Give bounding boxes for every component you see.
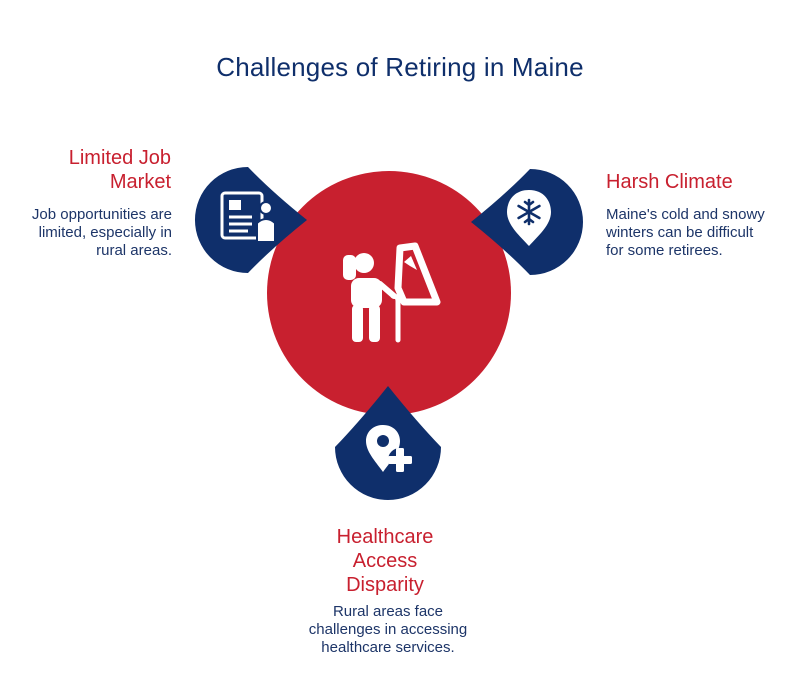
healthcare-access-description: Rural areas face challenges in accessing… [308,603,468,656]
job-board-icon [220,191,276,243]
harsh-climate-description: Maine's cold and snowy winters can be di… [606,206,765,259]
snowflake-pin-icon [507,190,551,246]
healthcare-access-heading: Healthcare Access Disparity [336,526,434,596]
harsh-climate-heading: Harsh Climate [606,171,733,193]
location-medical-icon [366,425,412,472]
limited-job-market-heading: Limited Job Market [68,147,171,193]
page-title: Challenges of Retiring in Maine [216,52,584,82]
hiker-with-mountain-icon [343,242,441,343]
limited-job-market-description: Job opportunities are limited, especiall… [31,206,172,259]
